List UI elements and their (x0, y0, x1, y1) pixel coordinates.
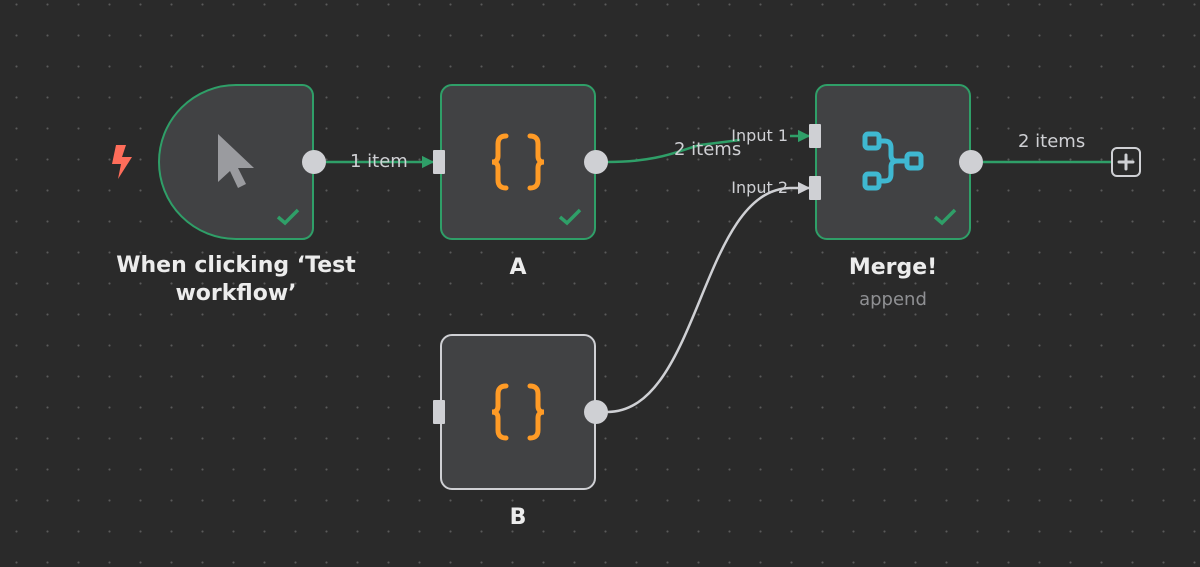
connection-label-merge-out: 2 items (1018, 131, 1086, 152)
merge-input2-handle[interactable] (809, 176, 821, 200)
connection-b-to-merge-input2[interactable] (606, 186, 791, 414)
node-a-label: A (509, 255, 527, 280)
node-trigger[interactable] (158, 84, 314, 240)
merge-input1-label: Input 1 (731, 126, 788, 145)
success-check-icon (558, 208, 582, 226)
node-merge[interactable] (815, 84, 971, 240)
node-trigger-label: When clicking ‘Test workflow’ (116, 253, 356, 306)
plus-icon (1117, 153, 1135, 171)
connection-label-trigger-a: 1 item (350, 151, 408, 172)
merge-icon (862, 131, 924, 191)
add-node-button[interactable] (1111, 147, 1141, 177)
success-check-icon (276, 208, 300, 226)
merge-input1-handle[interactable] (809, 124, 821, 148)
code-braces-icon (491, 133, 545, 191)
connection-a-to-merge-input1[interactable] (606, 138, 741, 164)
node-b[interactable] (440, 334, 596, 490)
node-b-input-handle[interactable] (433, 400, 445, 424)
node-merge-label: Merge! (848, 255, 938, 280)
node-merge-sublabel: append (859, 289, 927, 310)
node-merge-output-handle[interactable] (959, 150, 983, 174)
trigger-bolt-icon (112, 145, 132, 179)
node-a-input-handle[interactable] (433, 150, 445, 174)
connection-label-a-merge: 2 items (674, 139, 742, 160)
trigger-output-handle[interactable] (302, 150, 326, 174)
code-braces-icon (491, 383, 545, 441)
cursor-pointer-icon (218, 134, 254, 188)
merge-input2-label: Input 2 (731, 178, 788, 197)
node-b-output-handle[interactable] (584, 400, 608, 424)
node-b-label: B (509, 505, 527, 530)
node-a[interactable] (440, 84, 596, 240)
success-check-icon (933, 208, 957, 226)
node-a-output-handle[interactable] (584, 150, 608, 174)
